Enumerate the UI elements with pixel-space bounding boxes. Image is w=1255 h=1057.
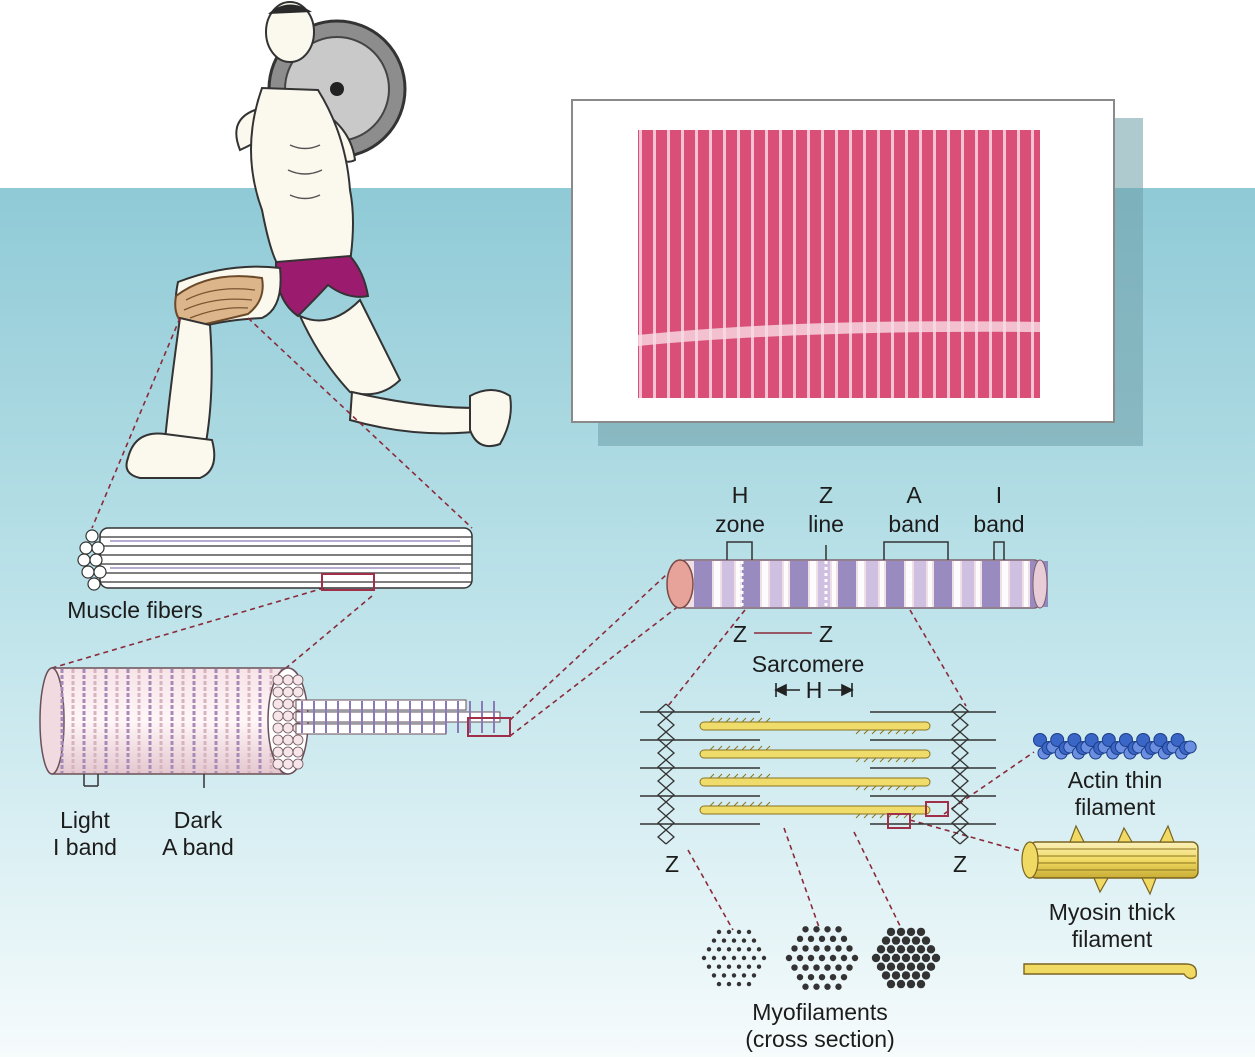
- sarcomere-label: Sarcomere: [752, 651, 864, 677]
- z-right-label: Z: [819, 621, 833, 647]
- myosin-label: Myosin thick: [1049, 899, 1176, 925]
- h-zone-label-2: zone: [715, 511, 765, 537]
- a-band-label: A: [906, 482, 922, 508]
- h-span-label: H: [806, 677, 823, 703]
- i-band-label: I: [996, 482, 1002, 508]
- z-bottom-right-label: Z: [953, 851, 967, 877]
- actin-label-2: filament: [1075, 794, 1156, 820]
- muscle-fiber-bundle: [78, 528, 472, 590]
- z-line-label: Z: [819, 482, 833, 508]
- actin-label: Actin thin: [1068, 767, 1163, 793]
- muscle-fibers-label: Muscle fibers: [67, 597, 202, 623]
- micrograph-panel: [572, 100, 1143, 446]
- z-line-label-2: line: [808, 511, 844, 537]
- myofilaments-label-2: (cross section): [745, 1026, 895, 1052]
- i-band-label-2: band: [973, 511, 1024, 537]
- dark-band-label-2: A band: [162, 834, 234, 860]
- light-band-label-2: I band: [53, 834, 117, 860]
- dark-band-label: Dark: [174, 807, 223, 833]
- a-band-label-2: band: [888, 511, 939, 537]
- micrograph-image: [638, 130, 1040, 398]
- z-bottom-left-label: Z: [665, 851, 679, 877]
- light-band-label: Light: [60, 807, 110, 833]
- myofilaments-label: Myofilaments: [752, 999, 887, 1025]
- z-left-label: Z: [733, 621, 747, 647]
- h-zone-label: H: [732, 482, 749, 508]
- myosin-label-2: filament: [1072, 926, 1153, 952]
